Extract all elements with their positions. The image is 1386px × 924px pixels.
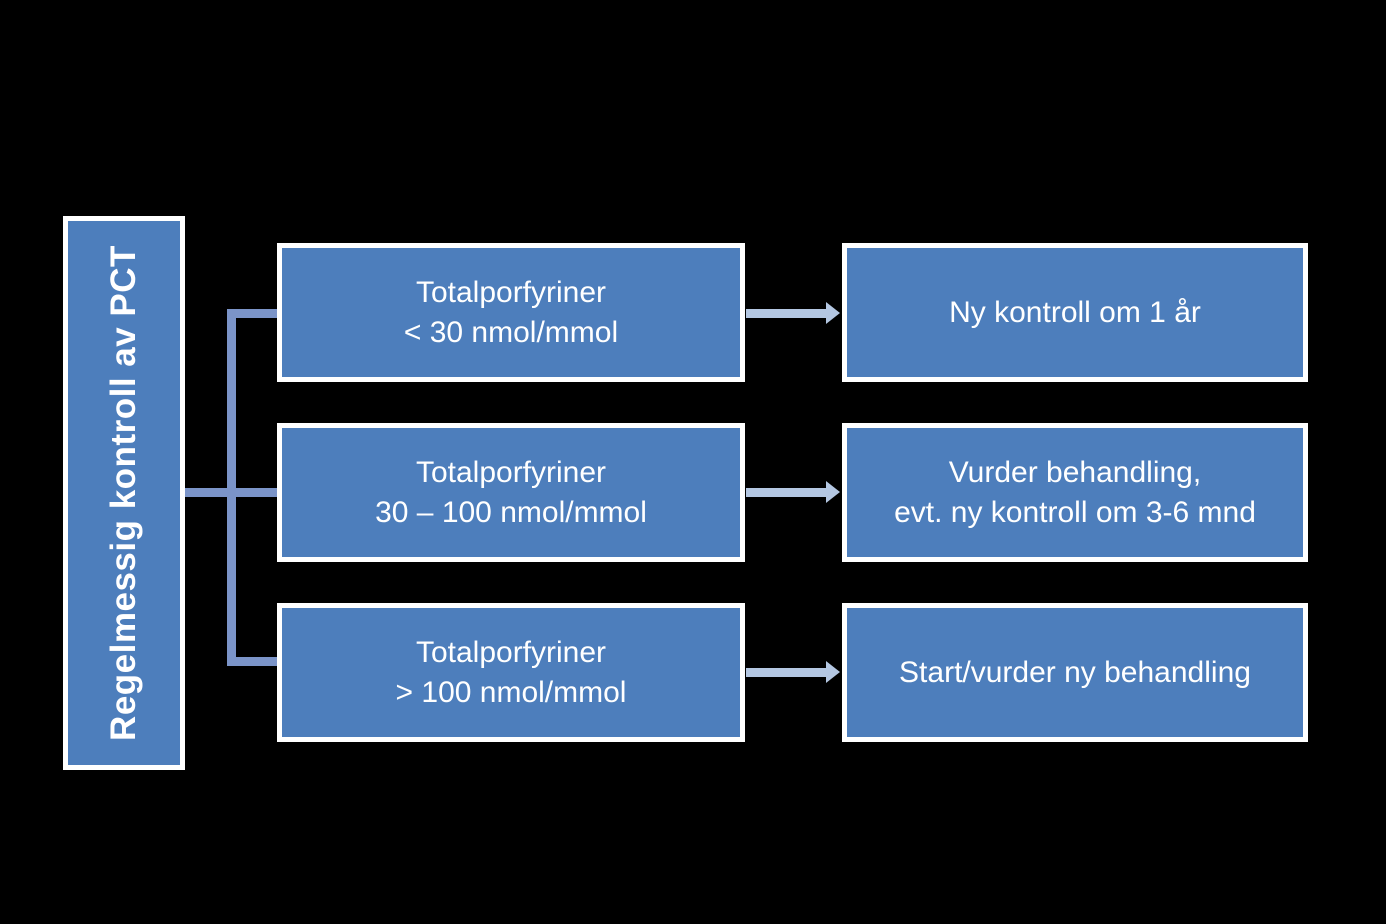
root-node-regelmessig-kontroll: Regelmessig kontroll av PCT <box>63 216 185 770</box>
flow-arrow-shaft <box>746 309 826 318</box>
root-node-label: Regelmessig kontroll av PCT <box>104 245 143 741</box>
outcome-node-vurder-behandling: Vurder behandling, evt. ny kontroll om 3… <box>842 423 1308 562</box>
condition-node-label: Totalporfyriner > 100 nmol/mmol <box>395 635 627 709</box>
flow-arrow-shaft <box>746 488 826 497</box>
condition-node-label: Totalporfyriner 30 – 100 nmol/mmol <box>375 455 647 529</box>
outcome-node-label: Vurder behandling, evt. ny kontroll om 3… <box>894 455 1256 529</box>
flow-arrow-row-2 <box>746 481 840 503</box>
outcome-node-ny-kontroll: Ny kontroll om 1 år <box>842 243 1308 382</box>
flow-arrow-row-1 <box>746 302 840 324</box>
flow-arrow-row-3 <box>746 661 840 683</box>
arrow-right-icon <box>826 661 840 683</box>
outcome-node-start-behandling: Start/vurder ny behandling <box>842 603 1308 742</box>
flow-arrow-shaft <box>746 668 826 677</box>
arrow-right-icon <box>826 302 840 324</box>
condition-node-30-100: Totalporfyriner 30 – 100 nmol/mmol <box>277 423 745 562</box>
condition-node-over-100: Totalporfyriner > 100 nmol/mmol <box>277 603 745 742</box>
condition-node-label: Totalporfyriner < 30 nmol/mmol <box>403 275 619 349</box>
arrow-right-icon <box>826 481 840 503</box>
elbow-connector-top-stub <box>231 309 277 318</box>
elbow-connector-vertical <box>227 309 236 666</box>
condition-node-under-30: Totalporfyriner < 30 nmol/mmol <box>277 243 745 382</box>
elbow-connector-bottom-stub <box>231 657 277 666</box>
outcome-node-label: Start/vurder ny behandling <box>899 655 1251 689</box>
outcome-node-label: Ny kontroll om 1 år <box>949 295 1201 329</box>
